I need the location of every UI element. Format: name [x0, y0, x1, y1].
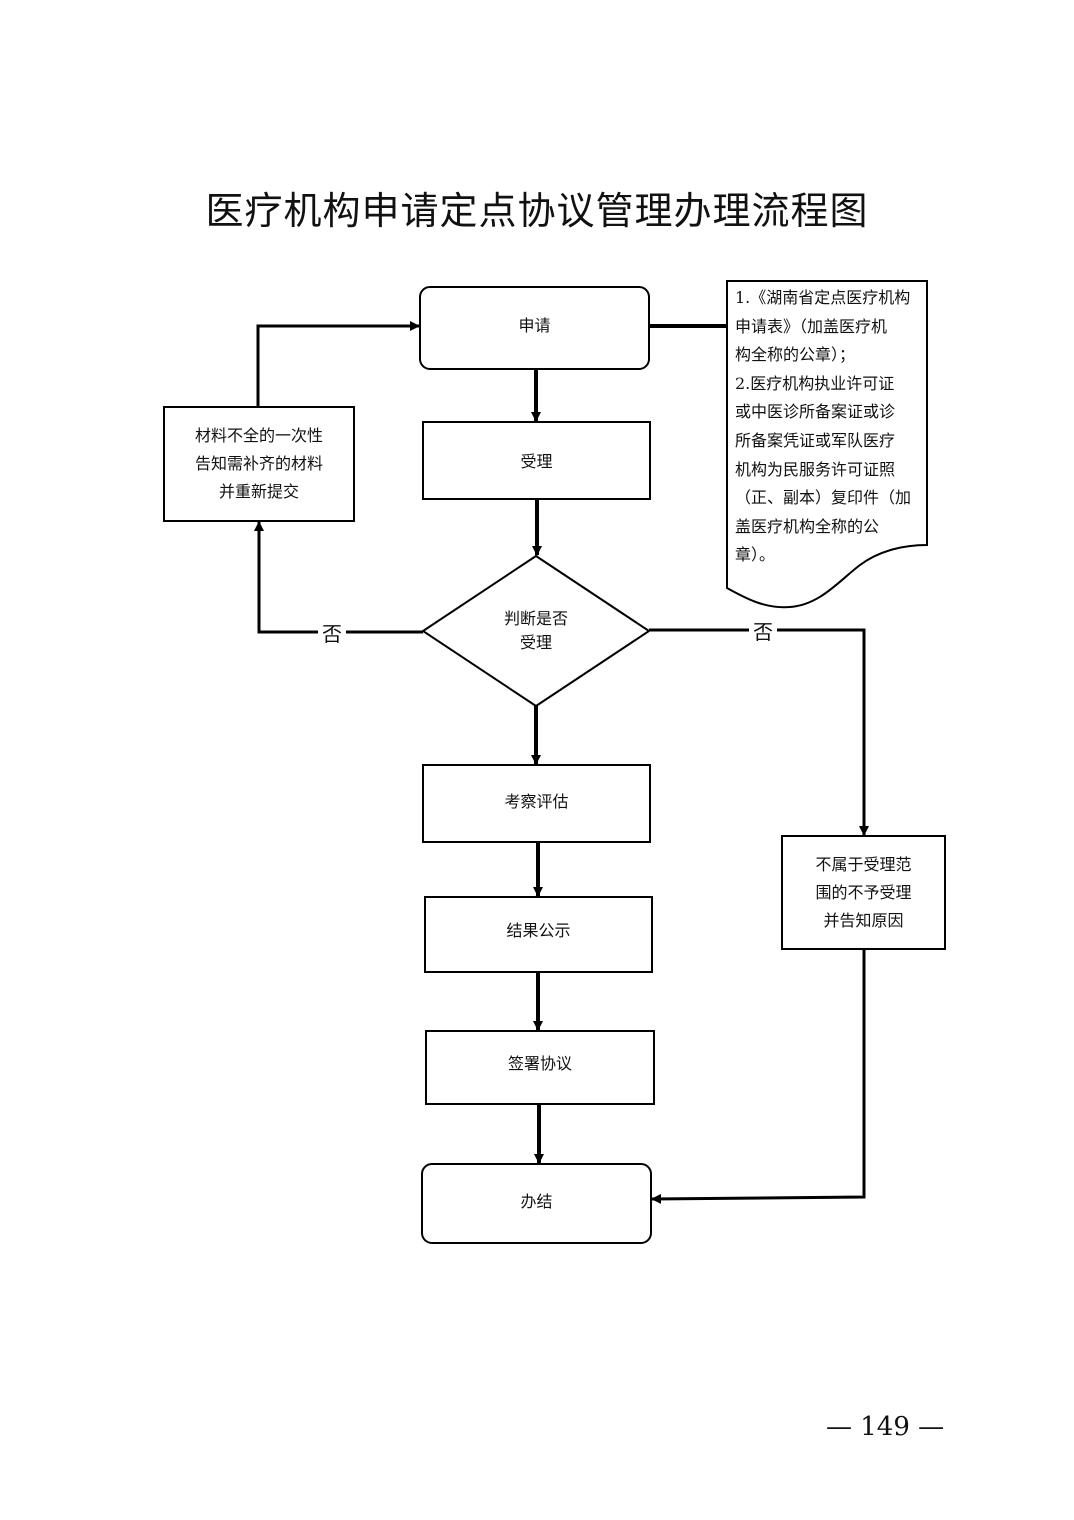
document-note-shape: [726, 280, 928, 609]
decision-label-line1: 判断是否: [503, 609, 568, 628]
arrow-reject-finish: [651, 949, 866, 1204]
finish-node: [421, 1163, 652, 1244]
note-line: 所备案凭证或军队医疗: [735, 430, 896, 450]
publicize-label: 结果公示: [506, 920, 571, 940]
sign-node: [425, 1030, 655, 1105]
no-label-left: 否: [318, 618, 346, 647]
inspect-node: [422, 764, 651, 843]
incomplete-line3: 并重新提交: [218, 482, 299, 501]
incomplete-line2: 告知需补齐的材料: [194, 454, 323, 473]
required-documents-note: 1.《湖南省定点医疗机构 申请表》（加盖医疗机 构全称的公章）； 2.医疗机构执…: [735, 284, 927, 570]
sign-label: 签署协议: [507, 1053, 572, 1073]
reject-node: [781, 835, 946, 950]
reject-line3: 并告知原因: [823, 910, 904, 930]
page-title: 医疗机构申请定点协议管理办理流程图: [205, 189, 869, 233]
decision-label: 判断是否 受理: [440, 603, 632, 659]
note-line: 2.医疗机构执业许可证: [735, 373, 895, 393]
decision-label-line2: 受理: [519, 633, 552, 652]
note-line: 或中医诊所备案证或诊: [735, 402, 896, 422]
note-line: 章）。: [735, 545, 776, 565]
inspect-label: 考察评估: [504, 791, 569, 811]
page-number: — 149 —: [826, 1412, 945, 1442]
incomplete-line1: 材料不全的一次性: [194, 426, 323, 445]
note-line: 1.《湖南省定点医疗机构: [735, 288, 911, 307]
reject-line1: 不属于受理范: [815, 854, 912, 874]
incomplete-node: [163, 406, 355, 522]
apply-label: 申请: [518, 316, 551, 335]
arrow-incomplete-apply: [256, 321, 420, 407]
note-line: 机构为民服务许可证照: [735, 459, 896, 479]
incomplete-label: 材料不全的一次性 告知需补齐的材料 并重新提交: [164, 407, 354, 521]
arrow-decision-incomplete: [254, 521, 423, 634]
no-label-right: 否: [749, 616, 777, 645]
reject-line2: 围的不予受理: [815, 882, 912, 902]
note-line: （正、副本）复印件（加: [735, 488, 912, 508]
note-line: 申请表》（加盖医疗机: [735, 316, 888, 336]
accept-label: 受理: [520, 452, 553, 471]
arrow-decision-reject: [649, 628, 869, 836]
note-line: 构全称的公章）；: [735, 345, 856, 365]
reject-label: 不属于受理范 围的不予受理 并告知原因: [782, 836, 945, 949]
note-line: 盖医疗机构全称的公: [735, 516, 880, 536]
finish-label: 办结: [520, 1191, 553, 1211]
